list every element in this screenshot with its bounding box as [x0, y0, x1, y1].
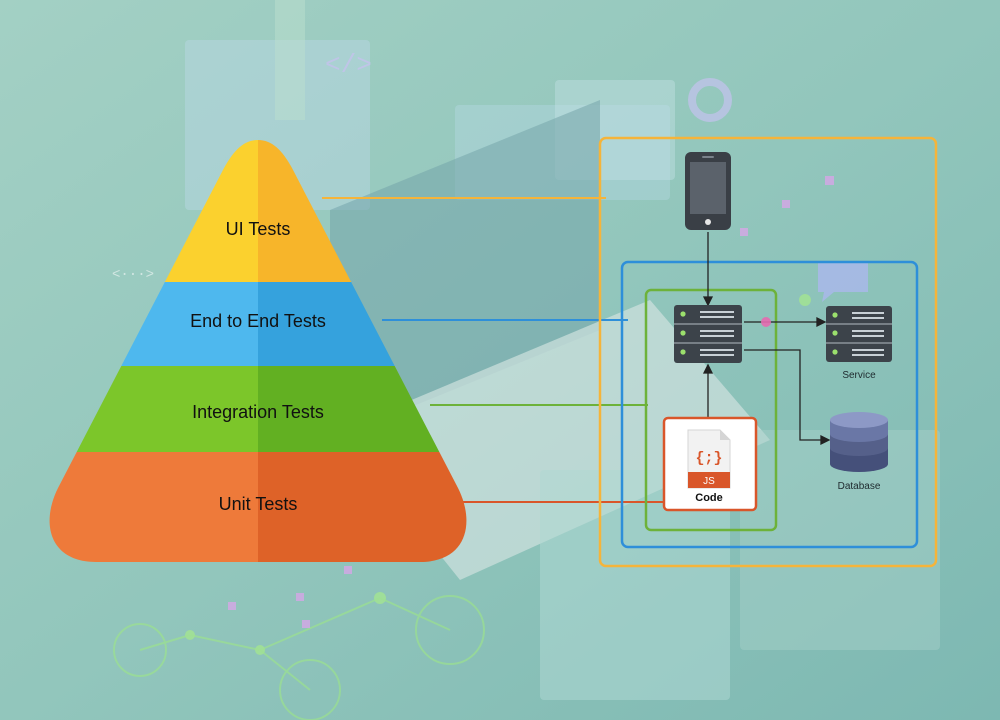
js-badge: JS	[703, 476, 715, 487]
floating-cubes	[228, 176, 834, 628]
integration-scope-box	[644, 288, 778, 532]
smartphone-icon	[685, 152, 731, 230]
service-label: Service	[842, 370, 876, 381]
code-panel	[740, 430, 940, 650]
connectors	[322, 197, 664, 503]
unit-tests-band	[49, 452, 258, 562]
service-server-icon	[826, 306, 892, 362]
unit-tests-band-shade	[258, 452, 467, 562]
server-icon	[674, 305, 742, 363]
pin-icon	[688, 78, 732, 122]
network-graph	[113, 595, 485, 720]
ui-scope-box	[598, 136, 938, 568]
code-tag-icon: </>	[325, 50, 372, 80]
js-file-icon	[687, 429, 731, 489]
code-panel	[540, 470, 730, 700]
network-nodes	[185, 294, 811, 655]
pyramid-labels: UI Tests End to End Tests Integration Te…	[190, 219, 326, 514]
database-label: Database	[838, 481, 881, 492]
code-panel	[555, 80, 675, 180]
e2e-tests-label: End to End Tests	[190, 311, 326, 331]
ui-tests-label: UI Tests	[226, 219, 291, 239]
code-label: Code	[695, 492, 723, 504]
e2e-scope-box	[620, 260, 919, 549]
flow-arrows	[702, 232, 831, 446]
integration-tests-label: Integration Tests	[192, 402, 324, 422]
arrows-tag-icon: <···>	[112, 267, 154, 283]
connection-dot	[761, 317, 771, 327]
database-icon	[830, 412, 888, 472]
code-symbol: {;}	[695, 450, 722, 467]
code-panel	[455, 105, 670, 200]
chat-bubble-icon	[818, 262, 868, 302]
code-strip	[275, 0, 305, 120]
unit-tests-label: Unit Tests	[219, 494, 298, 514]
